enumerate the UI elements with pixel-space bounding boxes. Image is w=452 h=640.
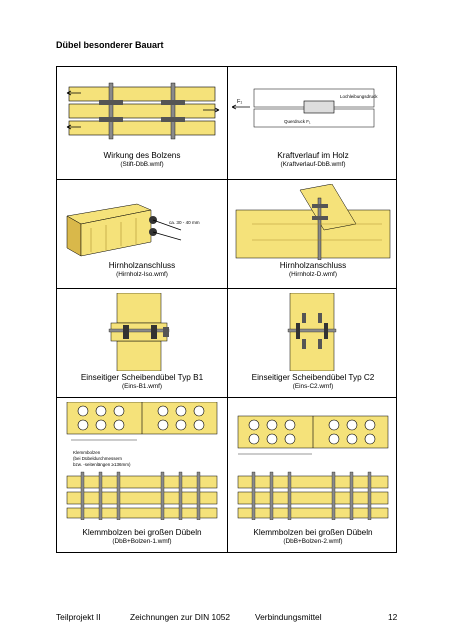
dimension-label: ca. 30 - 40 mm bbox=[169, 220, 200, 225]
b1-drawing bbox=[108, 293, 170, 371]
caption-title: Einseitiger Scheibendübel Typ B1 bbox=[80, 373, 204, 382]
grid-divider-row-1 bbox=[57, 179, 396, 180]
cell-kraftverlauf: F₁ Lochleibungsdruck Querdruck F₁ Kraftv… bbox=[228, 67, 398, 179]
end-grain-iso-drawing: ca. 30 - 40 mm bbox=[66, 203, 200, 257]
c2-drawing bbox=[287, 293, 337, 371]
cell-hirnholz-iso: ca. 30 - 40 mm Hirnholzanschluss (Hirnho… bbox=[57, 180, 227, 288]
grid-divider-row-2 bbox=[57, 288, 396, 289]
figure-grid: Wirkung des Bolzens (Stift-DbB.wmf) F₁ L… bbox=[56, 66, 397, 553]
caption-title: Kraftverlauf im Holz bbox=[277, 151, 349, 160]
clamp-bolt-1-drawing: Klemmbolzen (bei Dübeldurchmessern bzw. … bbox=[66, 402, 218, 520]
bolt-effect-drawing bbox=[66, 82, 220, 140]
f1-label: F₁ bbox=[237, 99, 242, 105]
klemm-note-2: (bei Dübeldurchmessern bbox=[73, 456, 123, 461]
cell-hirnholz-d: Hirnholzanschluss (Hirnholz-D.wmf) bbox=[228, 180, 398, 288]
clamp-bolt-2-drawing bbox=[237, 415, 389, 520]
caption-title: Wirkung des Bolzens bbox=[103, 151, 181, 160]
caption-file: (Hirnholz-Iso.wmf) bbox=[116, 271, 168, 278]
cell-scheibendubel-b1: Einseitiger Scheibendübel Typ B1 (Eins-B… bbox=[57, 289, 227, 397]
querdruck-label: Querdruck F₁ bbox=[284, 119, 311, 124]
cell-wirkung-bolzen: Wirkung des Bolzens (Stift-DbB.wmf) bbox=[57, 67, 227, 179]
caption-title: Klemmbolzen bei großen Dübeln bbox=[82, 528, 202, 537]
caption-file: (Stift-DbB.wmf) bbox=[120, 161, 164, 168]
klemm-note-3: bzw. -seitenlängen ≥136mm) bbox=[73, 462, 131, 467]
caption-file: (DbB+Bolzen-2.wmf) bbox=[283, 538, 343, 545]
footer-subject: Zeichnungen zur DIN 1052 bbox=[130, 612, 231, 622]
force-flow-drawing: F₁ Lochleibungsdruck Querdruck F₁ bbox=[232, 88, 378, 128]
lochleibung-label: Lochleibungsdruck bbox=[340, 94, 378, 99]
caption-file: (Eins-C2.wmf) bbox=[292, 383, 334, 390]
cell-klemmbolzen-2: Klemmbolzen bei großen Dübeln (DbB+Bolze… bbox=[228, 398, 398, 554]
end-grain-section-drawing bbox=[235, 184, 391, 260]
caption-title: Hirnholzanschluss bbox=[279, 261, 347, 270]
section-heading: Dübel besonderer Bauart bbox=[56, 40, 164, 50]
cell-klemmbolzen-1: Klemmbolzen (bei Dübeldurchmessern bzw. … bbox=[57, 398, 227, 554]
caption-title: Einseitiger Scheibendübel Typ C2 bbox=[251, 373, 375, 382]
footer-page-number: 12 bbox=[388, 612, 398, 622]
grid-divider-vertical bbox=[227, 67, 228, 552]
footer-project: Teilprojekt II bbox=[56, 612, 101, 622]
grid-divider-row-3 bbox=[57, 397, 396, 398]
cell-scheibendubel-c2: Einseitiger Scheibendübel Typ C2 (Eins-C… bbox=[228, 289, 398, 397]
caption-title: Hirnholzanschluss bbox=[108, 261, 176, 270]
footer-topic: Verbindungsmittel bbox=[255, 612, 322, 622]
caption-file: (Hirnholz-D.wmf) bbox=[289, 271, 337, 278]
caption-title: Klemmbolzen bei großen Dübeln bbox=[253, 528, 373, 537]
caption-file: (DbB+Bolzen-1.wmf) bbox=[112, 538, 172, 545]
klemm-note-1: Klemmbolzen bbox=[73, 450, 101, 455]
caption-file: (Kraftverlauf-DbB.wmf) bbox=[280, 161, 346, 168]
caption-file: (Eins-B1.wmf) bbox=[121, 383, 163, 390]
